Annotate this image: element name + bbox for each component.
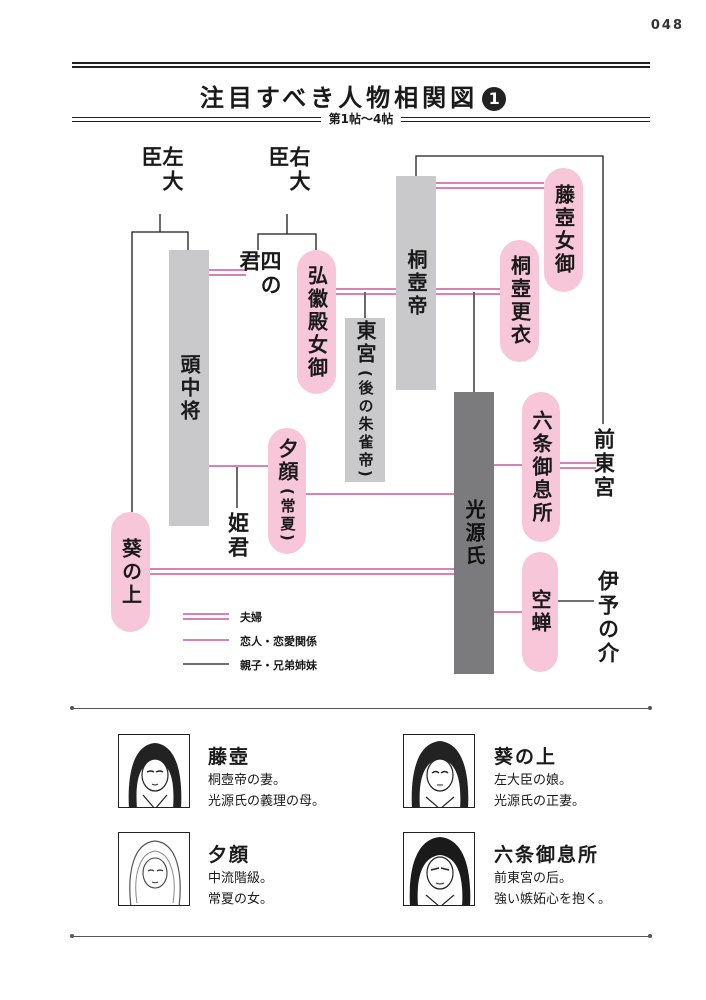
node-kiritsubotei: 桐壺帝 bbox=[396, 176, 436, 390]
node-rokujou: 六条御息所 bbox=[522, 392, 560, 542]
char-desc-rokujou: 前東宮の后。 強い嫉妬心を抱く。 bbox=[494, 868, 611, 910]
node-sakitougu: 前東宮 bbox=[591, 428, 616, 500]
char-desc-line: 中流階級。 bbox=[208, 871, 274, 886]
char-desc-line: 常夏の女。 bbox=[208, 892, 274, 907]
char-name-yuugao: 夕顔 bbox=[208, 844, 251, 866]
char-desc-aoinoue: 左大臣の娘。 光源氏の正妻。 bbox=[494, 770, 585, 812]
node-iyonosuke: 伊予の介 bbox=[595, 570, 620, 666]
node-yonnokimi: 四の君 bbox=[237, 250, 282, 298]
node-fujitsubo: 藤壺女御 bbox=[544, 168, 583, 292]
node-tougu: 東宮 (後の朱雀帝) bbox=[345, 318, 385, 482]
char-desc-line: 左大臣の娘。 bbox=[494, 773, 573, 788]
separator-dot bbox=[70, 706, 74, 710]
portrait-yuugao bbox=[118, 832, 190, 906]
char-desc-line: 光源氏の正妻。 bbox=[494, 794, 586, 809]
separator-bottom bbox=[72, 936, 650, 937]
char-desc-line: 強い嫉妬心を抱く。 bbox=[494, 892, 612, 907]
node-udaijin: 右大臣 bbox=[266, 146, 311, 194]
page-number: 048 bbox=[650, 18, 684, 33]
node-sadaijin: 左大臣 bbox=[139, 146, 184, 194]
separator-dot bbox=[648, 706, 652, 710]
node-hikarugenji: 光源氏 bbox=[454, 392, 494, 674]
portrait-rokujou bbox=[403, 832, 475, 906]
relationship-lines bbox=[131, 155, 604, 665]
portrait-aoinoue bbox=[403, 734, 475, 808]
node-aoinoue: 葵の上 bbox=[111, 512, 150, 632]
title-text: 注目すべき人物相関図 bbox=[199, 84, 479, 112]
family-lines bbox=[131, 155, 604, 512]
subtitle-bar: 第1帖〜4帖 bbox=[72, 110, 650, 128]
separator-dot bbox=[648, 934, 652, 938]
legend-lines bbox=[183, 613, 229, 665]
char-name-rokujou: 六条御息所 bbox=[494, 844, 600, 866]
subtitle-text: 第1帖〜4帖 bbox=[320, 112, 402, 126]
subtitle: 第1帖〜4帖 bbox=[72, 110, 650, 127]
node-utsusemi: 空蝉 bbox=[522, 552, 558, 672]
legend-lover: 恋人・恋愛関係 bbox=[240, 635, 317, 648]
portrait-fujitsubo bbox=[118, 734, 190, 808]
char-name-fujitsubo: 藤壺 bbox=[208, 746, 251, 768]
char-desc-line: 前東宮の后。 bbox=[494, 871, 573, 886]
line-udaijin-children bbox=[257, 233, 317, 250]
node-kiritsubonokoui: 桐壺更衣 bbox=[500, 240, 539, 362]
char-desc-line: 桐壺帝の妻。 bbox=[208, 773, 287, 788]
node-kokiden: 弘徽殿女御 bbox=[297, 250, 336, 394]
char-name-aoinoue: 葵の上 bbox=[494, 746, 558, 768]
legend-marriage: 夫婦 bbox=[240, 611, 262, 624]
separator-top bbox=[72, 708, 650, 709]
char-desc-line: 光源氏の義理の母。 bbox=[208, 794, 326, 809]
legend-family: 親子・兄弟姉妹 bbox=[240, 659, 317, 672]
node-yuugao: 夕顔 (常夏) bbox=[268, 428, 306, 554]
node-tounochujou: 頭中将 bbox=[169, 250, 209, 526]
line-kiritsubo-sakitougu bbox=[415, 155, 604, 424]
love-lines bbox=[209, 464, 522, 613]
char-desc-yuugao: 中流階級。 常夏の女。 bbox=[208, 868, 273, 910]
separator-dot bbox=[70, 934, 74, 938]
node-himegimi: 姫君 bbox=[225, 512, 250, 560]
title-number-badge: 1 bbox=[482, 87, 507, 111]
top-rule bbox=[72, 62, 650, 68]
char-desc-fujitsubo: 桐壺帝の妻。 光源氏の義理の母。 bbox=[208, 770, 325, 812]
